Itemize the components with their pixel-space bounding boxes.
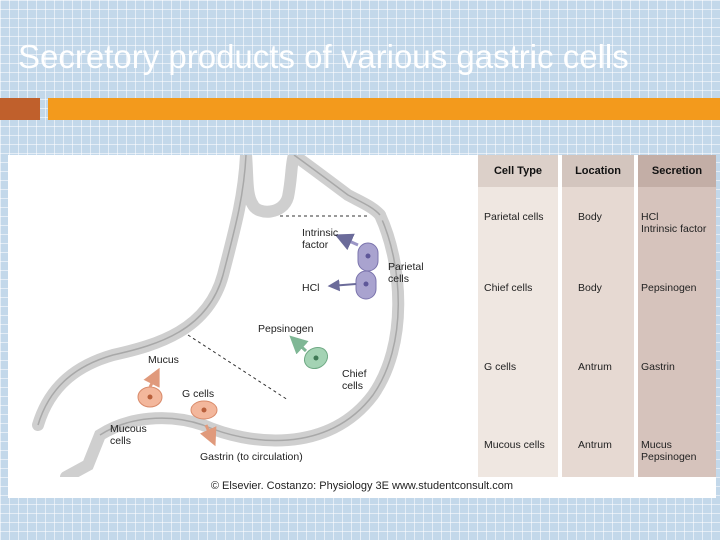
- header-secretion: Secretion: [638, 155, 716, 187]
- parietal-cell-2-nucleus: [363, 281, 369, 287]
- label-parietal-cells: Parietal cells: [388, 261, 424, 285]
- secretion-parietal: HCl Intrinsic factor: [641, 211, 707, 235]
- column-secretion: Secretion HCl Intrinsic factor Pepsinoge…: [638, 155, 716, 477]
- slide-title: Secretory products of various gastric ce…: [18, 38, 629, 75]
- g-cell-nucleus: [201, 407, 207, 413]
- gastrin-arrow: [199, 424, 217, 447]
- mucus-arrow: [143, 367, 160, 388]
- intrinsic-factor-arrow: [334, 233, 359, 251]
- stomach-outer-wall: [32, 155, 405, 477]
- label-gastrin: Gastrin (to circulation): [200, 451, 303, 463]
- secretion-chief: Pepsinogen: [641, 282, 697, 294]
- figure-panel: Intrinsic factor HCl Parietal cells Peps…: [8, 155, 716, 498]
- chief-cell-nucleus: [313, 355, 319, 361]
- label-g-cells: G cells: [182, 388, 215, 400]
- location-g: Antrum: [578, 361, 612, 373]
- cell-type-mucous: Mucous cells: [484, 439, 545, 451]
- cell-type-parietal: Parietal cells: [484, 211, 544, 223]
- title-accent-bar-dark: [0, 98, 40, 120]
- stomach-fundus-edge: [293, 155, 381, 216]
- pepsinogen-arrow: [289, 335, 309, 355]
- secretion-g: Gastrin: [641, 361, 675, 373]
- mucous-cell-nucleus: [147, 394, 153, 400]
- cell-type-chief: Chief cells: [484, 282, 533, 294]
- location-chief: Body: [578, 282, 602, 294]
- label-hcl: HCl: [302, 282, 320, 294]
- column-location: Location Body Body Antrum Antrum: [562, 155, 634, 477]
- label-intrinsic-factor: Intrinsic factor: [302, 227, 339, 251]
- location-parietal: Body: [578, 211, 602, 223]
- header-location: Location: [562, 155, 634, 187]
- header-cell-type: Cell Type: [478, 155, 558, 187]
- title-accent-bar-orange: [48, 98, 720, 120]
- label-pepsinogen: Pepsinogen: [258, 323, 314, 335]
- stomach-diagram: [32, 155, 405, 477]
- stomach-inner-wall: [37, 155, 399, 442]
- label-mucus: Mucus: [148, 354, 179, 366]
- copyright-caption: © Elsevier. Costanzo: Physiology 3E www.…: [210, 480, 514, 492]
- secretion-mucous: Mucus Pepsinogen: [641, 439, 697, 463]
- parietal-cell-1-nucleus: [365, 253, 371, 259]
- label-chief-cells: Chief cells: [342, 368, 367, 392]
- label-mucous-cells: Mucous cells: [110, 423, 147, 447]
- location-mucous: Antrum: [578, 439, 612, 451]
- hcl-arrow: [327, 279, 357, 292]
- cell-type-g: G cells: [484, 361, 517, 373]
- secretion-table: Cell Type Parietal cells Chief cells G c…: [478, 155, 716, 477]
- column-cell-type: Cell Type Parietal cells Chief cells G c…: [478, 155, 558, 477]
- body-antrum-boundary: [187, 334, 289, 401]
